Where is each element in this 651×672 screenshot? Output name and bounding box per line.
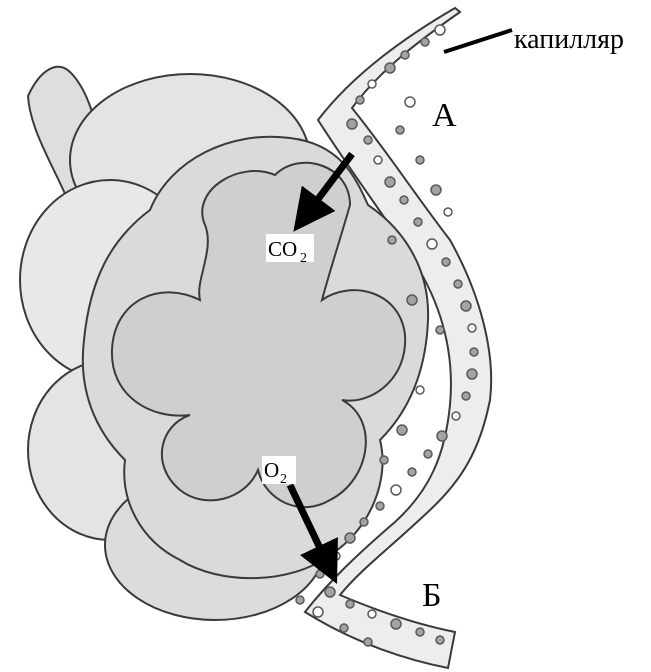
blood-cell — [380, 456, 388, 464]
blood-cell — [346, 600, 354, 608]
blood-cell — [340, 624, 348, 632]
blood-cell — [444, 208, 452, 216]
blood-cell — [467, 369, 477, 379]
blood-cell — [385, 177, 395, 187]
blood-cell — [401, 51, 409, 59]
blood-cell — [325, 587, 335, 597]
blood-cell — [416, 156, 424, 164]
blood-cell — [414, 218, 422, 226]
blood-cell — [385, 63, 395, 73]
o2-label-text: O — [264, 458, 279, 482]
blood-cell — [442, 258, 450, 266]
point-b-label: Б — [422, 577, 442, 614]
blood-cell — [470, 348, 478, 356]
blood-cell — [400, 196, 408, 204]
blood-cell — [407, 295, 417, 305]
blood-cell — [436, 326, 444, 334]
capillary-pointer-line — [444, 30, 512, 52]
blood-cell — [452, 412, 460, 420]
blood-cell — [368, 80, 376, 88]
blood-cell — [421, 38, 429, 46]
blood-cell — [437, 431, 447, 441]
blood-cell — [424, 450, 432, 458]
blood-cell — [397, 425, 407, 435]
blood-cell — [364, 638, 372, 646]
blood-cell — [431, 185, 441, 195]
blood-cell — [347, 119, 357, 129]
blood-cell — [296, 596, 304, 604]
co2-label: CO 2 — [266, 234, 314, 266]
blood-cell — [391, 485, 401, 495]
blood-cell — [396, 126, 404, 134]
blood-cell — [313, 607, 323, 617]
blood-cell — [454, 280, 462, 288]
blood-cell — [316, 570, 324, 578]
capillary-label: капилляр — [514, 24, 624, 55]
co2-label-text: CO — [268, 237, 297, 261]
blood-cell — [360, 518, 368, 526]
blood-cell — [435, 25, 445, 35]
blood-cell — [462, 392, 470, 400]
blood-cell — [376, 502, 384, 510]
blood-cell — [416, 386, 424, 394]
co2-label-subscript: 2 — [300, 251, 307, 266]
o2-label-subscript: 2 — [280, 472, 287, 487]
blood-cell — [368, 610, 376, 618]
blood-cell — [356, 96, 364, 104]
blood-cell — [388, 236, 396, 244]
blood-cell — [416, 628, 424, 636]
blood-cell — [374, 156, 382, 164]
blood-cell — [405, 97, 415, 107]
blood-cell — [427, 239, 437, 249]
blood-cell — [332, 552, 340, 560]
blood-cell — [391, 619, 401, 629]
blood-cell — [461, 301, 471, 311]
blood-cell — [436, 636, 444, 644]
point-a-label: А — [432, 97, 457, 134]
blood-cell — [345, 533, 355, 543]
o2-label: O 2 — [262, 456, 296, 487]
blood-cell — [468, 324, 476, 332]
blood-cell — [364, 136, 372, 144]
blood-cell — [408, 468, 416, 476]
